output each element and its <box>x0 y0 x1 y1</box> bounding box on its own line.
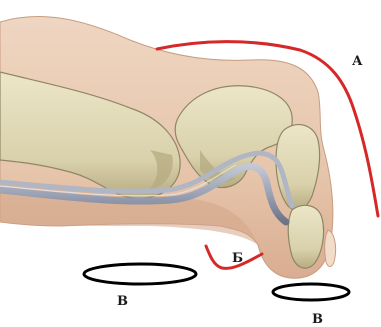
contact-ellipse-right <box>273 284 349 300</box>
fingernail <box>325 230 336 267</box>
label-a: А <box>352 55 363 68</box>
contact-ellipse-left <box>84 264 196 284</box>
label-v-right: В <box>312 313 323 326</box>
label-b: Б <box>232 252 243 265</box>
label-v-left: В <box>117 295 128 308</box>
